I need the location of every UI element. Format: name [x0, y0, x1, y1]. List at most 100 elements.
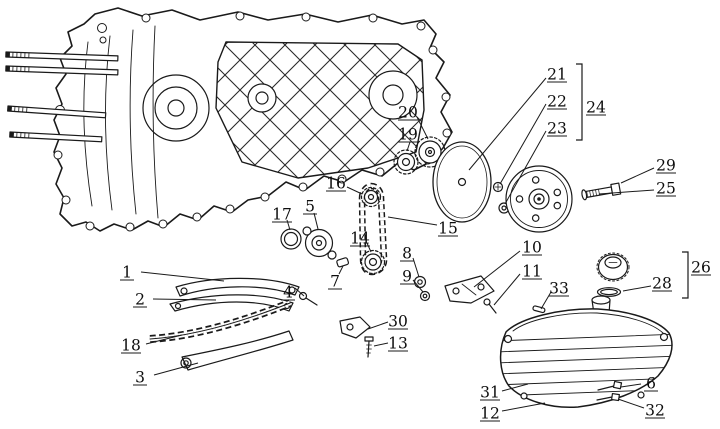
callout-bracket-24	[576, 63, 583, 141]
sump-bolt-a	[597, 380, 623, 391]
crank-bearing-hub	[167, 99, 185, 117]
callout-leader-18	[145, 334, 183, 345]
callout-leader-5	[313, 212, 319, 230]
oil-filler-cap	[596, 252, 630, 282]
filler-neck	[591, 295, 611, 305]
crank-bearing-outer	[142, 74, 210, 142]
callout-leader-28	[622, 285, 652, 292]
callout-leader-25	[598, 189, 655, 195]
callout-label-14[interactable]: 14	[350, 229, 370, 247]
fastener-nut	[492, 181, 504, 193]
oil-sump	[499, 295, 673, 409]
washer-b	[419, 290, 431, 302]
callout-label-2[interactable]: 2	[135, 290, 145, 308]
pump-mount-plate	[444, 275, 495, 304]
callout-leader-6	[620, 383, 642, 388]
pump-body	[304, 228, 334, 258]
pump-bolt	[298, 291, 318, 306]
callout-label-25[interactable]: 25	[656, 179, 676, 197]
callout-leader-22	[499, 103, 547, 185]
callout-label-11[interactable]: 11	[522, 262, 542, 280]
crankcase	[53, 7, 453, 232]
camshaft-sprocket-small	[393, 149, 419, 175]
oil-pump-chain	[358, 182, 388, 276]
callout-label-10[interactable]: 10	[522, 238, 542, 256]
callout-label-8[interactable]: 8	[402, 244, 412, 262]
callout-leader-29	[620, 167, 655, 184]
callout-leader-4	[294, 287, 305, 297]
callout-label-16[interactable]: 16	[326, 174, 346, 192]
cylinder-stud	[5, 51, 119, 62]
chain-guide-upper	[175, 277, 300, 297]
cover-bolt	[581, 182, 622, 201]
callout-leader-30	[367, 321, 389, 330]
callout-leader-32	[617, 398, 645, 409]
oil-pump	[280, 226, 350, 306]
callout-leader-21	[468, 77, 547, 171]
callout-label-32[interactable]: 32	[645, 401, 665, 419]
callout-leader-16	[346, 186, 363, 195]
drive-plate-disc	[432, 141, 492, 223]
callout-bracket-26	[682, 251, 689, 299]
crankcase-rib-lattice	[215, 41, 425, 179]
callout-leader-10	[473, 250, 521, 288]
crankcase-opening	[368, 70, 418, 120]
dowel-pin	[532, 305, 546, 314]
callout-label-21[interactable]: 21	[547, 65, 567, 83]
pump-drive-sprocket	[360, 186, 382, 208]
cylinder-stud	[5, 65, 119, 76]
clutch-cover-disc	[505, 165, 573, 233]
callout-leader-13	[373, 342, 389, 347]
pump-driven-sprocket	[360, 249, 386, 275]
callout-label-5[interactable]: 5	[305, 197, 315, 215]
callout-label-7[interactable]: 7	[330, 272, 340, 290]
callout-label-15[interactable]: 15	[438, 219, 458, 237]
callout-label-24[interactable]: 24	[586, 98, 606, 116]
callout-label-20[interactable]: 20	[398, 103, 418, 121]
callout-label-1[interactable]: 1	[122, 263, 132, 281]
crankcase-boss-center-hole	[255, 91, 269, 105]
callout-leader-12	[501, 402, 546, 412]
sump-bolt-b	[596, 393, 620, 402]
casting-fin	[129, 29, 137, 215]
callout-label-22[interactable]: 22	[547, 92, 567, 110]
plate-screw	[483, 298, 497, 314]
callout-leader-14	[366, 242, 372, 253]
callout-leader-33	[540, 291, 552, 310]
casting-fin	[152, 25, 159, 219]
callout-label-30[interactable]: 30	[388, 312, 408, 330]
callout-leader-15	[387, 216, 438, 226]
cap-gasket	[596, 287, 622, 297]
callout-label-4[interactable]: 4	[283, 283, 293, 301]
callout-label-19[interactable]: 19	[398, 125, 418, 143]
cylinder-stud	[9, 131, 103, 143]
callout-leader-11	[493, 273, 521, 306]
callout-label-33[interactable]: 33	[549, 279, 569, 297]
callout-label-9[interactable]: 9	[402, 267, 412, 285]
callout-label-26[interactable]: 26	[691, 258, 711, 276]
callout-label-13[interactable]: 13	[388, 334, 408, 352]
callout-label-12[interactable]: 12	[480, 404, 500, 422]
callout-label-6[interactable]: 6	[646, 374, 656, 392]
callout-leader-20	[416, 116, 429, 140]
callout-leader-9	[412, 279, 424, 293]
callout-label-28[interactable]: 28	[652, 274, 672, 292]
callout-leader-7	[338, 265, 344, 275]
callout-label-3[interactable]: 3	[135, 368, 145, 386]
washer-a	[413, 275, 427, 289]
bracket-bolt	[364, 336, 374, 358]
callout-label-29[interactable]: 29	[656, 156, 676, 174]
callout-label-23[interactable]: 23	[547, 119, 567, 137]
support-bracket	[339, 316, 371, 339]
chain-tensioner-blade	[180, 330, 294, 371]
pump-spacer	[336, 257, 350, 268]
callout-leader-2	[152, 298, 217, 301]
callout-leader-19	[406, 141, 411, 152]
callout-leader-1	[140, 271, 225, 282]
callout-label-17[interactable]: 17	[272, 205, 292, 223]
timing-chain	[149, 299, 292, 343]
callout-label-31[interactable]: 31	[480, 383, 500, 401]
callout-label-18[interactable]: 18	[121, 336, 141, 354]
